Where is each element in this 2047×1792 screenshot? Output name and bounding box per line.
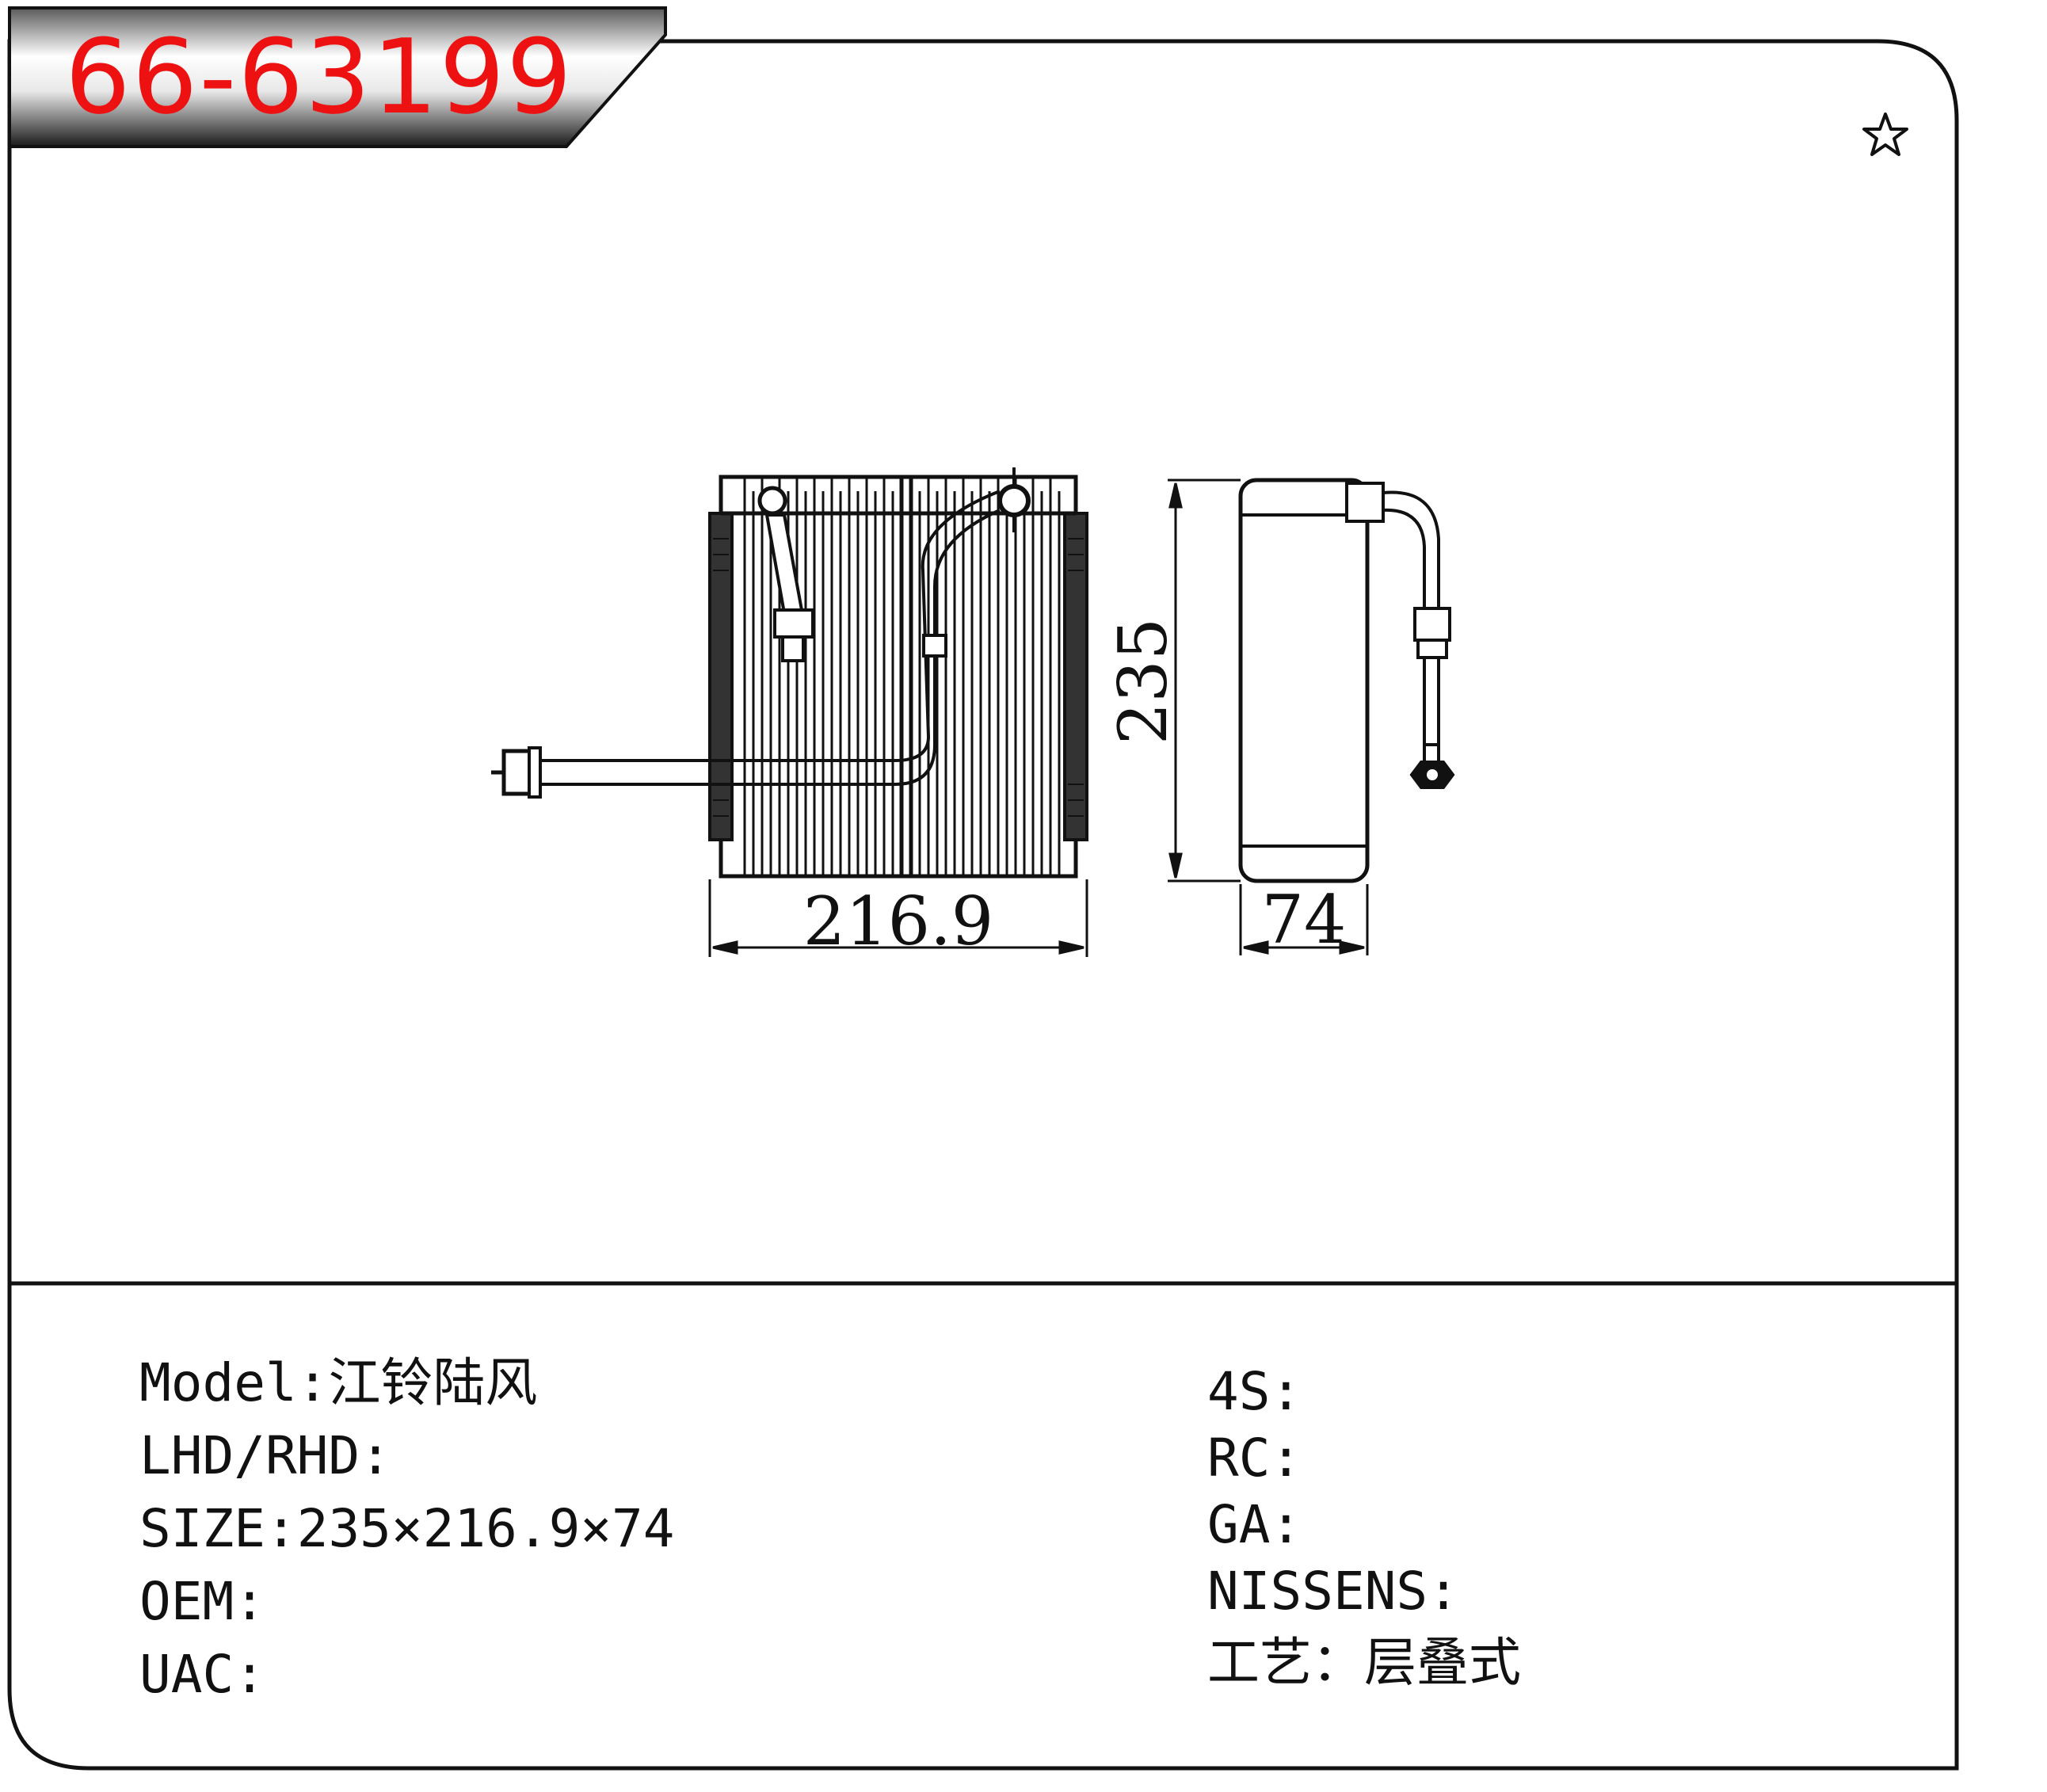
part-number-banner (8, 6, 667, 148)
spec-ga: GA: (1207, 1494, 1302, 1555)
spec-rc: RC: (1207, 1428, 1302, 1489)
width-dimension-label: 216.9 (803, 883, 993, 960)
spec-4s: 4S: (1207, 1361, 1302, 1422)
height-dimension (1168, 479, 1241, 883)
depth-dimension (1239, 884, 1369, 955)
spec-model: Model:江铃陆风 (139, 1352, 538, 1413)
spec-model-value: 江铃陆风 (328, 1352, 538, 1413)
part-number: 66-63199 (65, 17, 574, 137)
evaporator-side-view (1238, 478, 1455, 883)
spec-uac: UAC: (139, 1644, 265, 1705)
spec-list-left: Model:江铃陆风 LHD/RHD: SIZE:235×216.9×74 OE… (139, 1347, 675, 1711)
outer-frame (7, 39, 1959, 1771)
spec-nissens: NISSENS: (1207, 1561, 1459, 1622)
spec-process: 工艺：层叠式 (1207, 1632, 1521, 1693)
spec-process-value: 层叠式 (1364, 1632, 1521, 1693)
spec-size: SIZE:235×216.9×74 (139, 1498, 675, 1559)
width-dimension (708, 879, 1088, 957)
star-outline-icon[interactable] (1862, 111, 1909, 158)
depth-dimension-label: 74 (1262, 881, 1347, 959)
spec-size-value: 235×216.9×74 (296, 1498, 675, 1559)
spec-oem: OEM: (139, 1571, 265, 1632)
height-dimension-label: 235 (1104, 618, 1182, 745)
spec-lhd-rhd: LHD/RHD: (139, 1425, 391, 1486)
spec-list-right: 4S: RC: GA: NISSENS: 工艺：层叠式 (1207, 1359, 1521, 1701)
evaporator-front-view (491, 467, 1088, 879)
